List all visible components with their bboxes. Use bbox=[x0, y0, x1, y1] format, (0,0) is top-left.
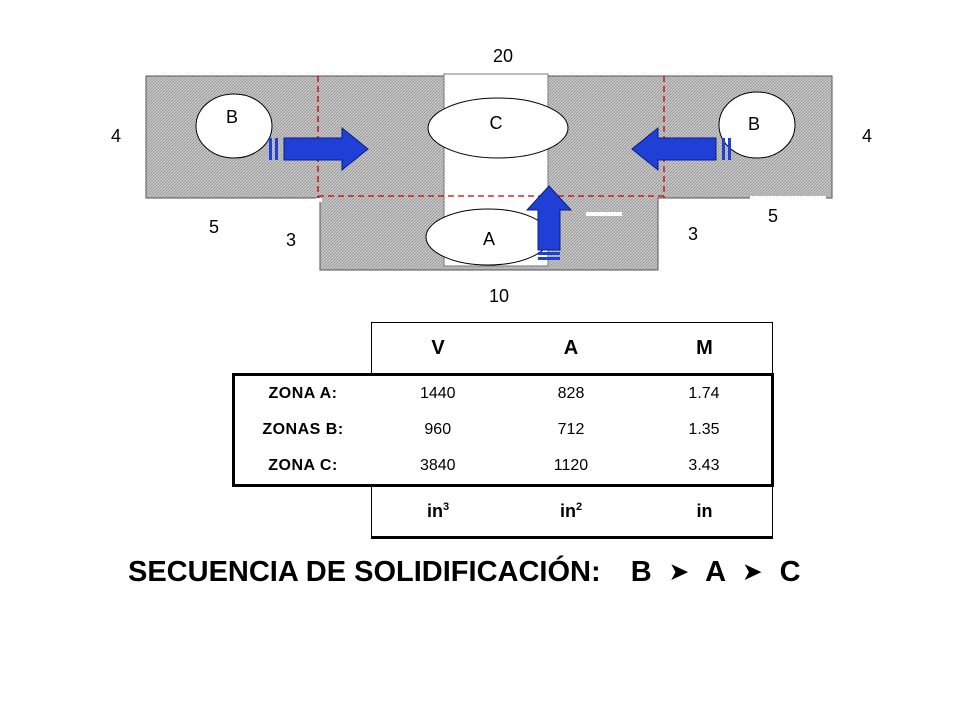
table-row: ZONAS B: 960 712 1.35 bbox=[232, 412, 774, 448]
sequence-step-3: C bbox=[779, 556, 801, 588]
zone-a-label: A bbox=[483, 229, 495, 249]
cell: 828 bbox=[504, 373, 638, 412]
cell: 1.74 bbox=[637, 373, 774, 412]
row-label: ZONA A: bbox=[232, 373, 371, 412]
notch-left bbox=[316, 198, 322, 202]
solidification-sequence: SECUENCIA DE SOLIDIFICACIÓN: B ➤ A ➤ C bbox=[128, 556, 801, 589]
sequence-arrow-icon: ➤ bbox=[743, 559, 762, 584]
row-label: ZONAS B: bbox=[232, 412, 371, 448]
unit-area: in2 bbox=[504, 485, 638, 539]
zone-b-left-ellipse bbox=[195, 93, 273, 159]
cell: 1120 bbox=[504, 448, 638, 487]
sequence-arrow-icon: ➤ bbox=[669, 559, 689, 584]
zone-b-right-ellipse bbox=[718, 91, 796, 159]
table-units-row: in3 in2 in bbox=[234, 485, 773, 539]
cell: 3.43 bbox=[637, 448, 774, 487]
zone-boundaries bbox=[317, 76, 665, 198]
results-table: V A M ZONA A: 1440 828 1.74 ZONAS B: 960… bbox=[232, 322, 774, 539]
dim-top: 20 bbox=[493, 46, 513, 66]
notch-right bbox=[750, 196, 826, 202]
cell: 712 bbox=[557, 421, 585, 438]
cell: 3840 bbox=[371, 448, 505, 487]
table-row: ZONA C: 3840 1120 3.43 bbox=[232, 448, 774, 487]
cell: 960 bbox=[424, 421, 452, 438]
arrow-up-icon bbox=[525, 185, 573, 260]
unit-base: in bbox=[559, 501, 576, 521]
arrow-right-icon bbox=[269, 126, 369, 172]
unit-volume: in3 bbox=[370, 485, 505, 539]
unit-base: in bbox=[426, 501, 443, 521]
header-v: V bbox=[370, 322, 505, 375]
dim-bottom: 10 bbox=[489, 286, 509, 306]
table-row: ZONA A: 1440 828 1.74 bbox=[232, 373, 774, 412]
dim-right-width: 5 bbox=[768, 206, 778, 226]
row-label: ZONA C: bbox=[232, 448, 371, 487]
dim-right-height: 4 bbox=[862, 126, 872, 146]
dim-left-height: 4 bbox=[111, 126, 121, 146]
unit-exp: 3 bbox=[442, 501, 450, 513]
zone-b-right-label: B bbox=[748, 114, 760, 134]
dim-left-step: 3 bbox=[286, 230, 296, 250]
zone-c-ellipse bbox=[427, 97, 569, 159]
unit-modulus: in bbox=[637, 485, 773, 539]
cell: 1.35 bbox=[637, 412, 774, 448]
unit-base: in bbox=[696, 501, 713, 521]
dim-right-step: 3 bbox=[688, 224, 698, 244]
arrow-left-icon bbox=[631, 126, 731, 172]
zone-b-left-label: B bbox=[226, 107, 238, 127]
header-a: A bbox=[504, 322, 638, 375]
casting-diagram: B C B A 20 4 4 5 5 3 3 10 bbox=[111, 46, 872, 306]
cell: 1440 bbox=[371, 373, 505, 412]
sequence-prefix: SECUENCIA DE SOLIDIFICACIÓN: bbox=[128, 556, 601, 588]
dim-left-width: 5 bbox=[209, 217, 219, 237]
notch-mid bbox=[586, 212, 622, 216]
header-m: M bbox=[637, 322, 773, 375]
sequence-step-1: B bbox=[630, 556, 652, 588]
sequence-step-2: A bbox=[705, 556, 726, 588]
zone-c-label: C bbox=[490, 113, 503, 133]
unit-exp: 2 bbox=[575, 501, 583, 513]
table-header-row: V A M bbox=[234, 322, 773, 375]
